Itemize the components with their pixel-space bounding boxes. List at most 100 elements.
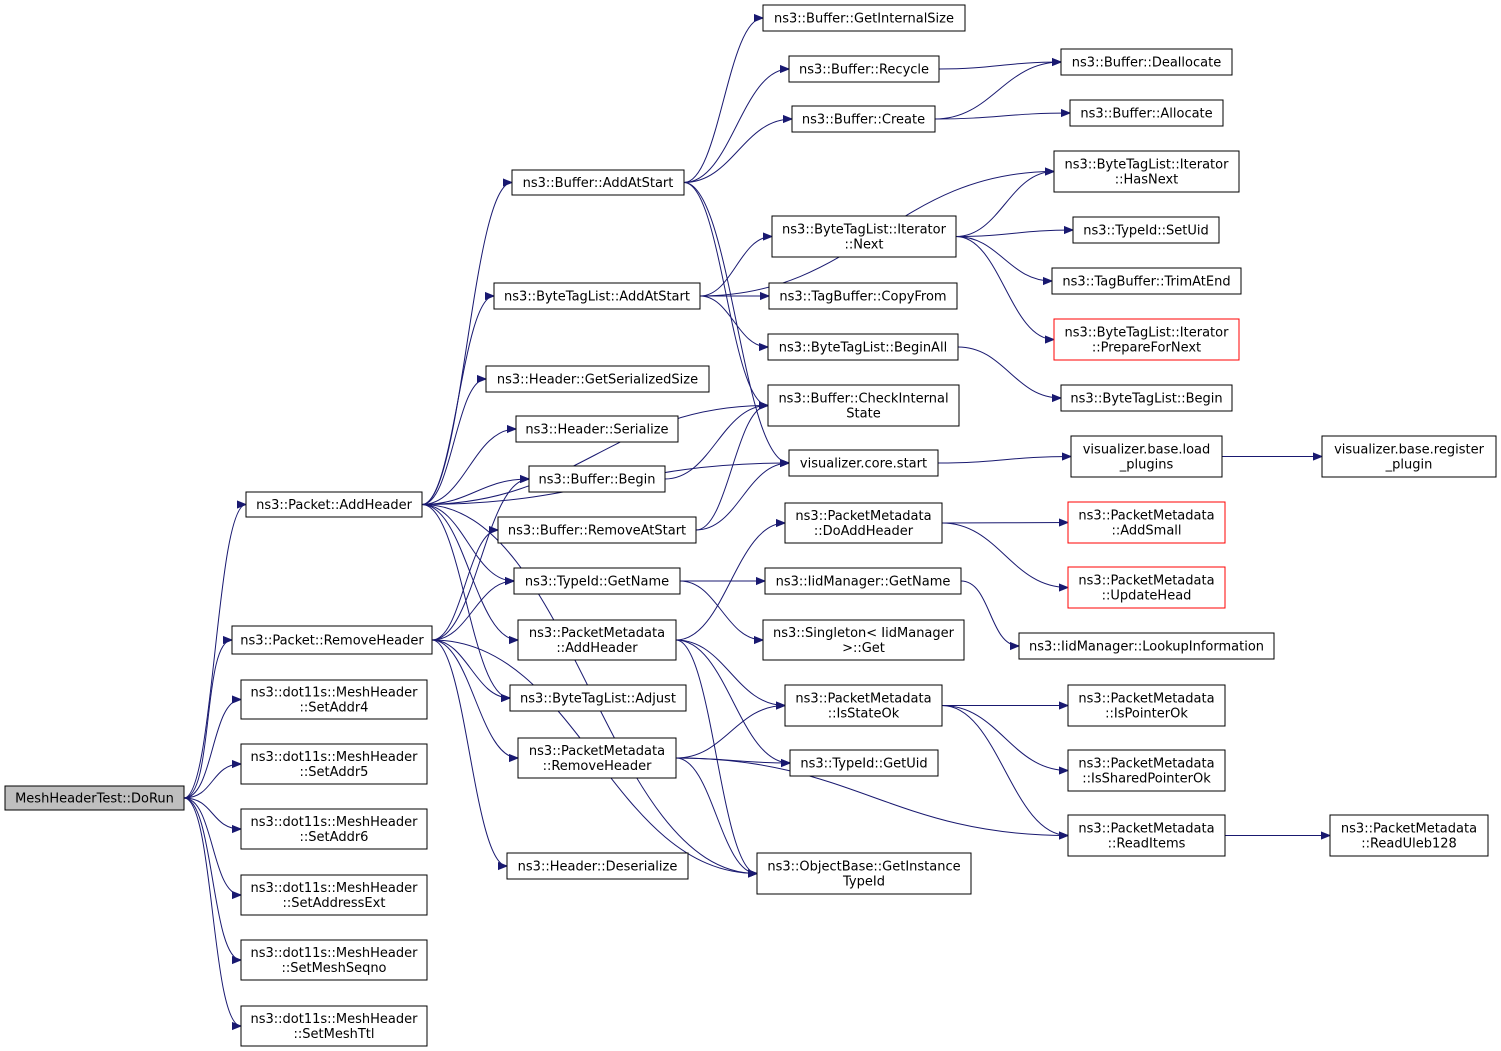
- edge-n22-to-n34: [934, 62, 1061, 120]
- node-ns3-buffer-addatstart[interactable]: ns3::Buffer::AddAtStart: [511, 169, 685, 196]
- nodes-layer: MeshHeaderTest::DoRun ns3::Packet::AddHea…: [4, 4, 1497, 1047]
- edge-n2-to-n18: [431, 639, 518, 758]
- node-ns3-buffer-getinternalsize[interactable]: ns3::Buffer::GetInternalSize: [762, 4, 966, 32]
- node-ns3-packetmetadata-readuleb128[interactable]: ns3::PacketMetadata::ReadUleb128: [1329, 814, 1489, 857]
- edge-n14-to-n27: [695, 463, 789, 531]
- node-ns3-bytetaglist-begin[interactable]: ns3::ByteTagList::Begin: [1060, 384, 1233, 412]
- node-ns3-tagbuffer-copyfrom[interactable]: ns3::TagBuffer::CopyFrom: [768, 282, 958, 310]
- node-ns3-buffer-allocate[interactable]: ns3::Buffer::Allocate: [1069, 99, 1224, 127]
- node-ns3-dot11s-meshheader-setmeshttl[interactable]: ns3::dot11s::MeshHeader::SetMeshTtl: [240, 1005, 428, 1047]
- node-ns3-typeid-setuid[interactable]: ns3::TypeId::SetUid: [1072, 216, 1220, 244]
- node-ns3-packetmetadata-issharedpointerok[interactable]: ns3::PacketMetadata::IsSharedPointerOk: [1067, 749, 1226, 792]
- node-label: ns3::ByteTagList::Begin: [1070, 392, 1222, 407]
- node-ns3-header-serialize[interactable]: ns3::Header::Serialize: [515, 415, 679, 443]
- node-box: [513, 567, 681, 595]
- node-ns3-packetmetadata-isstateok[interactable]: ns3::PacketMetadata::IsStateOk: [784, 684, 943, 727]
- node-ns3-buffer-create[interactable]: ns3::Buffer::Create: [791, 105, 936, 133]
- node-label: ns3::Header::Deserialize: [518, 860, 678, 875]
- node-box: [762, 619, 965, 661]
- node-ns3-packetmetadata-readitems[interactable]: ns3::PacketMetadata::ReadItems: [1067, 814, 1226, 857]
- node-visualizer-core-start[interactable]: visualizer.core.start: [788, 449, 939, 477]
- node-ns3-buffer-recycle[interactable]: ns3::Buffer::Recycle: [788, 55, 940, 83]
- node-label: ::PrepareForNext: [1092, 341, 1201, 356]
- node-label: ns3::dot11s::MeshHeader: [251, 1012, 419, 1027]
- node-ns3-packetmetadata-addheader[interactable]: ns3::PacketMetadata::AddHeader: [517, 619, 677, 661]
- node-meshheadertest-dorun[interactable]: MeshHeaderTest::DoRun: [4, 785, 185, 811]
- node-ns3-bytetaglist-iterator-preparefornext[interactable]: ns3::ByteTagList::Iterator::PrepareForNe…: [1053, 318, 1240, 361]
- edge-n2-to-n13: [431, 479, 529, 641]
- node-label: ns3::TagBuffer::CopyFrom: [779, 290, 946, 305]
- node-label: ns3::TagBuffer::TrimAtEnd: [1062, 275, 1230, 290]
- node-ns3-iidmanager-lookupinformation[interactable]: ns3::IidManager::LookupInformation: [1018, 632, 1275, 660]
- node-ns3-header-deserialize[interactable]: ns3::Header::Deserialize: [506, 852, 689, 880]
- node-label: ns3::Header::GetSerializedSize: [497, 373, 698, 388]
- node-ns3-dot11s-meshheader-setmeshseqno[interactable]: ns3::dot11s::MeshHeader::SetMeshSeqno: [240, 939, 428, 981]
- node-label: ns3::Packet::RemoveHeader: [240, 634, 424, 649]
- node-ns3-bytetaglist-adjust[interactable]: ns3::ByteTagList::Adjust: [509, 684, 687, 712]
- node-ns3-buffer-deallocate[interactable]: ns3::Buffer::Deallocate: [1060, 48, 1233, 76]
- node-ns3-bytetaglist-beginall[interactable]: ns3::ByteTagList::BeginAll: [767, 333, 959, 361]
- edge-n1-to-n26: [421, 406, 768, 505]
- node-ns3-typeid-getuid[interactable]: ns3::TypeId::GetUid: [789, 749, 939, 777]
- node-label: ns3::Packet::AddHeader: [256, 498, 412, 513]
- node-box: [1072, 216, 1220, 244]
- node-box: [1060, 48, 1233, 76]
- node-box: [1067, 501, 1226, 544]
- node-box: [515, 415, 679, 443]
- node-label: ::UpdateHead: [1102, 589, 1192, 604]
- node-label: ns3::dot11s::MeshHeader: [251, 750, 419, 765]
- node-box: [511, 169, 685, 196]
- node-visualizer-base-register-plugin[interactable]: visualizer.base.register_plugin: [1321, 435, 1497, 478]
- node-ns3-packet-addheader[interactable]: ns3::Packet::AddHeader: [245, 491, 423, 518]
- edge-n10-to-n23: [699, 237, 772, 297]
- node-visualizer-base-load-plugins[interactable]: visualizer.base.load_plugins: [1070, 435, 1223, 478]
- node-box: [1067, 749, 1226, 792]
- node-label: _plugin: [1385, 458, 1433, 473]
- node-box: [1070, 435, 1223, 478]
- node-ns3-singleton-iidmanager-get[interactable]: ns3::Singleton< IidManager>::Get: [762, 619, 965, 661]
- node-ns3-iidmanager-getname[interactable]: ns3::IidManager::GetName: [764, 567, 962, 595]
- edge-n9-to-n22: [683, 119, 792, 183]
- node-ns3-packet-removeheader[interactable]: ns3::Packet::RemoveHeader: [231, 625, 433, 655]
- node-ns3-typeid-getname[interactable]: ns3::TypeId::GetName: [513, 567, 681, 595]
- node-box: [784, 684, 943, 727]
- node-ns3-packetmetadata-doaddheader[interactable]: ns3::PacketMetadata::DoAddHeader: [784, 502, 943, 544]
- node-label: ns3::ByteTagList::Iterator: [782, 223, 947, 238]
- node-ns3-bytetaglist-iterator-hasnext[interactable]: ns3::ByteTagList::Iterator::HasNext: [1053, 150, 1240, 193]
- node-label: visualizer.core.start: [800, 457, 927, 472]
- node-ns3-buffer-begin[interactable]: ns3::Buffer::Begin: [528, 465, 666, 493]
- edge-n0-to-n4: [183, 764, 241, 799]
- node-box: [767, 384, 960, 427]
- node-ns3-dot11s-meshheader-setaddressext[interactable]: ns3::dot11s::MeshHeader::SetAddressExt: [240, 874, 428, 916]
- node-ns3-dot11s-meshheader-setaddr4[interactable]: ns3::dot11s::MeshHeader::SetAddr4: [240, 679, 428, 720]
- node-ns3-dot11s-meshheader-setaddr5[interactable]: ns3::dot11s::MeshHeader::SetAddr5: [240, 743, 428, 785]
- node-ns3-packetmetadata-ispointerok[interactable]: ns3::PacketMetadata::IsPointerOk: [1067, 684, 1226, 727]
- node-ns3-buffer-removeatstart[interactable]: ns3::Buffer::RemoveAtStart: [497, 516, 697, 544]
- node-box: [789, 749, 939, 777]
- edge-n2-to-n17: [431, 639, 510, 698]
- edge-n15-to-n30: [679, 580, 763, 640]
- node-ns3-header-getserializedsize[interactable]: ns3::Header::GetSerializedSize: [485, 365, 710, 393]
- node-label: ::SetAddr5: [300, 765, 369, 780]
- node-ns3-dot11s-meshheader-setaddr6[interactable]: ns3::dot11s::MeshHeader::SetAddr6: [240, 808, 428, 850]
- node-box: [1067, 566, 1226, 609]
- node-ns3-packetmetadata-removeheader[interactable]: ns3::PacketMetadata::RemoveHeader: [517, 737, 677, 779]
- edge-n0-to-n6: [183, 797, 242, 895]
- node-box: [506, 852, 689, 880]
- edge-n1-to-n11: [421, 379, 487, 505]
- node-ns3-packetmetadata-updatehead[interactable]: ns3::PacketMetadata::UpdateHead: [1067, 566, 1226, 609]
- edge-n23-to-n38: [955, 236, 1052, 282]
- node-label: ns3::dot11s::MeshHeader: [251, 881, 419, 896]
- edge-n18-to-n33: [675, 757, 757, 874]
- node-ns3-bytetaglist-addatstart[interactable]: ns3::ByteTagList::AddAtStart: [493, 282, 701, 310]
- node-label: ns3::Buffer::GetInternalSize: [774, 12, 954, 27]
- node-ns3-packetmetadata-addsmall[interactable]: ns3::PacketMetadata::AddSmall: [1067, 501, 1226, 544]
- node-box: [509, 684, 687, 712]
- node-label: ns3::Buffer::Begin: [538, 473, 655, 488]
- node-ns3-tagbuffer-trimatend[interactable]: ns3::TagBuffer::TrimAtEnd: [1051, 267, 1242, 295]
- node-ns3-bytetaglist-iterator-next[interactable]: ns3::ByteTagList::Iterator::Next: [771, 215, 957, 258]
- node-box: [1329, 814, 1489, 857]
- node-box: [240, 808, 428, 850]
